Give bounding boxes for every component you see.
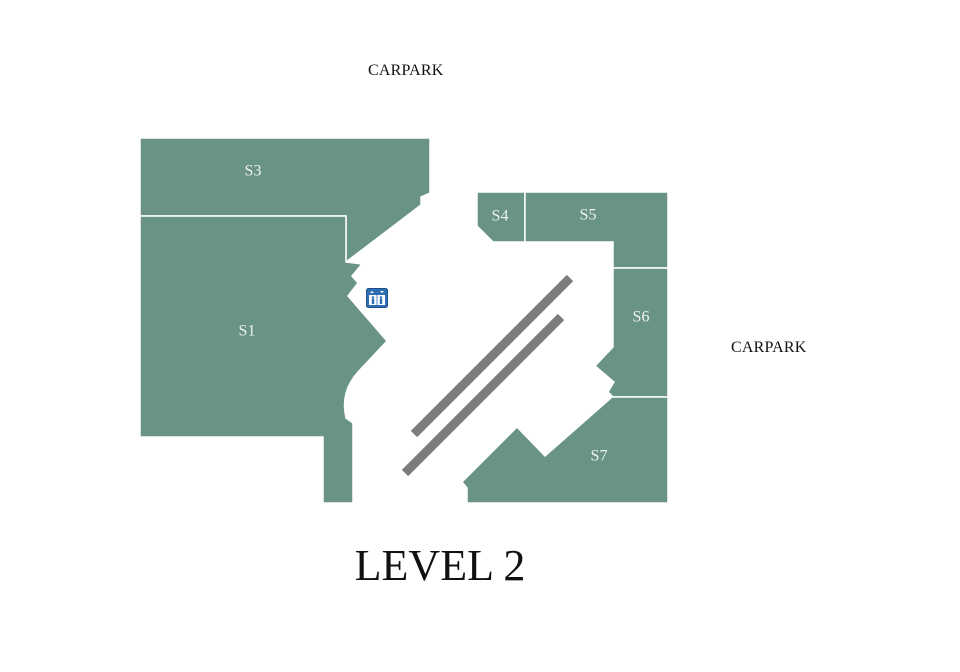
unit-s5[interactable]: S5 — [524, 191, 669, 269]
unit-s6[interactable]: S6 — [593, 267, 669, 398]
escalator-upper — [410, 274, 574, 438]
escalator-icon — [401, 274, 574, 477]
carpark-label-top: CARPARK — [368, 62, 444, 79]
unit-s4[interactable]: S4 — [476, 191, 526, 243]
unit-s7[interactable]: S7 — [460, 396, 669, 504]
lift-icon[interactable] — [366, 288, 388, 308]
level-title: LEVEL 2 — [354, 541, 526, 590]
carpark-label-right: CARPARK — [731, 339, 807, 356]
escalator-lower — [401, 313, 565, 477]
